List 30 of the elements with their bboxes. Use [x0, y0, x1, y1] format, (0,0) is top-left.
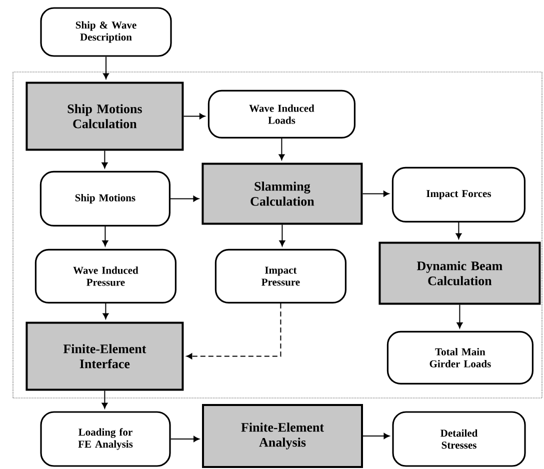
arrow [102, 150, 108, 168]
process-box: Finite-Element Interface [26, 322, 184, 391]
process-box: Ship Motions Calculation [26, 82, 184, 151]
arrow [186, 303, 282, 360]
rounded-box: Wave Induced Pressure [34, 248, 176, 304]
process-box: Slamming Calculation [202, 162, 363, 225]
process-box: Dynamic Beam Calculation [378, 242, 541, 305]
arrow [170, 196, 200, 202]
arrow [362, 433, 390, 439]
rounded-box: Ship Motions [40, 170, 170, 226]
arrow [170, 436, 200, 442]
arrow [362, 190, 390, 197]
arrow [456, 304, 463, 328]
rounded-box: Loading for FE Analysis [40, 411, 171, 467]
rounded-box: Ship & Wave Description [40, 7, 172, 57]
rounded-box: Impact Pressure [214, 248, 346, 304]
rounded-box: Wave Induced Loads [208, 90, 356, 138]
arrow [102, 303, 109, 320]
arrow [279, 224, 286, 246]
system-frame [12, 72, 542, 398]
arrow [183, 113, 206, 120]
rounded-box: Impact Forces [392, 166, 526, 222]
arrow [456, 222, 462, 240]
arrow [103, 56, 109, 80]
arrow [102, 390, 108, 409]
arrow [102, 226, 108, 246]
rounded-box: Detailed Stresses [392, 411, 526, 467]
process-box: Finite-Element Analysis [202, 404, 363, 468]
rounded-box: Total Main Girder Loads [386, 330, 534, 384]
arrow [278, 138, 285, 160]
